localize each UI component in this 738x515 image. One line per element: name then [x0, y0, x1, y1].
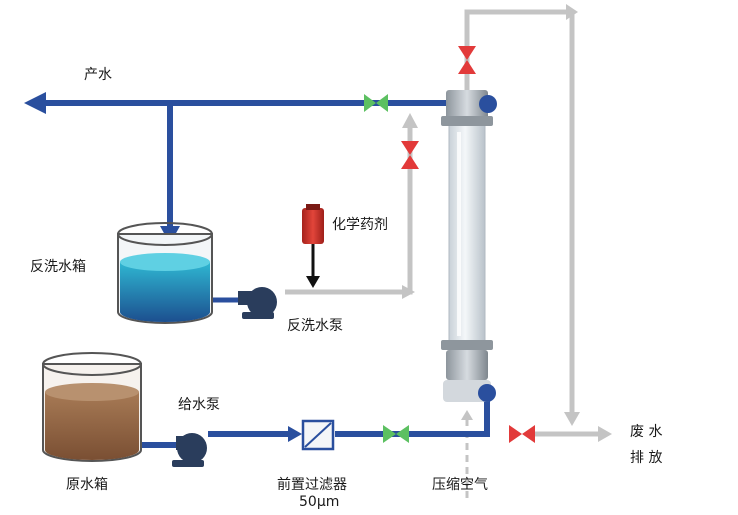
product-water-line: [24, 92, 490, 244]
backwash-pump: [238, 287, 277, 319]
uf-membrane-module: [441, 90, 493, 402]
feed-line: [140, 392, 490, 448]
chemical-tank: [302, 204, 324, 288]
chemical-agent-label: 化学药剂: [332, 217, 388, 233]
valve-feed-green[interactable]: [383, 425, 409, 443]
permeate-port: [479, 95, 497, 113]
backwash-tank: [117, 222, 213, 324]
prefilter: [301, 419, 335, 451]
product-water-label: 产水: [84, 67, 112, 83]
valve-top-red[interactable]: [458, 46, 476, 74]
backwash-tank-label: 反洗水箱: [30, 259, 86, 275]
valve-drain-red[interactable]: [509, 425, 535, 443]
backwash-pump-label: 反洗水泵: [287, 318, 343, 334]
valve-backwash-red[interactable]: [401, 141, 419, 169]
raw-water-tank-label: 原水箱: [66, 477, 108, 493]
valve-product-green[interactable]: [364, 94, 388, 112]
discharge-label: 排 放: [630, 450, 663, 466]
compressed-air-label: 压缩空气: [432, 477, 488, 493]
feed-pump: [172, 433, 207, 467]
raw-water-tank: [42, 352, 142, 462]
prefilter-size-label: 50μm: [299, 494, 340, 510]
drain-line: [530, 426, 612, 442]
waste-water-label: 废 水: [630, 424, 663, 440]
prefilter-label: 前置过滤器: [277, 477, 347, 493]
feed-port: [478, 384, 496, 402]
backwash-line: [285, 113, 418, 299]
feed-pump-label: 给水泵: [178, 397, 220, 413]
